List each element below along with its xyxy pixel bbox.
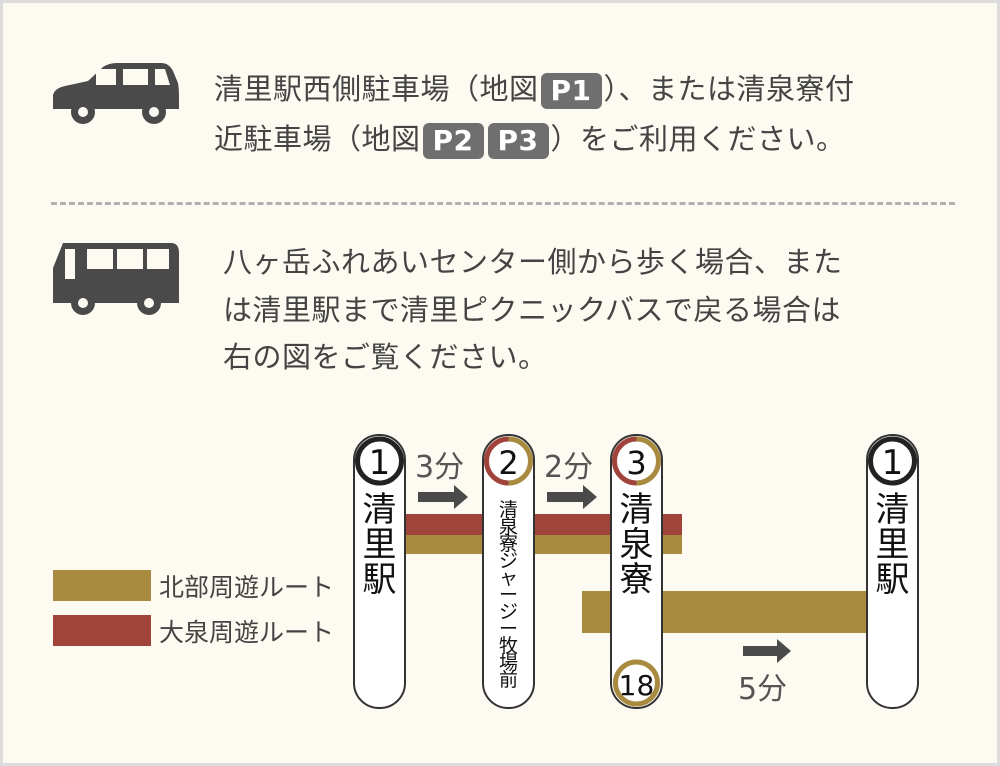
parking-badge-p3: P3 xyxy=(487,123,549,159)
stop-char: ジ xyxy=(499,550,518,572)
parking-badge-p2: P2 xyxy=(422,123,484,159)
legend-swatch-oizumi xyxy=(53,615,151,646)
stop-char: ー xyxy=(499,584,518,606)
stop-char: 清 xyxy=(620,490,654,530)
divider xyxy=(51,202,955,205)
text: ）をご利用ください。 xyxy=(550,122,846,156)
legend-label-oizumi: 大泉周遊ルート xyxy=(159,618,334,647)
stop-char: 牧 xyxy=(499,635,518,657)
stop-char: 清 xyxy=(363,490,397,530)
stop-char: 駅 xyxy=(363,560,397,600)
bus-text-line-1: 八ヶ岳ふれあいセンター側から歩く場合、また xyxy=(223,245,843,279)
stop-number: 3 xyxy=(626,444,646,482)
arrow-right-icon xyxy=(743,639,791,663)
legend-swatch-north xyxy=(53,570,151,601)
legend-label-north: 北部周遊ルート xyxy=(159,573,334,602)
car-icon xyxy=(53,63,179,124)
stop-number: 2 xyxy=(498,444,518,482)
bus-text-line-3: 右の図をご覧ください。 xyxy=(223,340,548,374)
stop-char: 里 xyxy=(876,525,910,565)
stop-char: 前 xyxy=(499,669,518,691)
stop-char: 寮 xyxy=(499,533,518,555)
stop-char: 清 xyxy=(499,499,518,521)
stop-extra-number: 18 xyxy=(619,669,655,702)
arrow-right-icon xyxy=(418,485,468,509)
stop-char: 駅 xyxy=(876,560,910,600)
stop-number: 1 xyxy=(369,443,391,483)
travel-time-3: 5分 xyxy=(738,672,787,707)
stop-char: 清 xyxy=(876,490,910,530)
stop-kiyosato-station-return: 1 清 里 駅 xyxy=(866,434,919,709)
stop-char: 泉 xyxy=(620,525,654,565)
parking-badge-p1: P1 xyxy=(540,73,602,109)
stop-char: 里 xyxy=(363,525,397,565)
travel-time-1: 3分 xyxy=(415,450,464,485)
stop-char: 寮 xyxy=(620,560,654,600)
stop-char: 泉 xyxy=(499,516,518,538)
stop-kiyosato-station: 1 清 里 駅 xyxy=(353,434,406,709)
stop-char: ジ xyxy=(499,601,518,623)
travel-time-2: 2分 xyxy=(544,450,593,485)
text: ）、または清泉寮付 xyxy=(603,72,855,106)
stop-seisenryo: 3 清 泉 寮 18 xyxy=(610,434,663,709)
text: 清里駅西側駐車場（地図 xyxy=(214,72,539,106)
stop-char: 場 xyxy=(499,652,518,674)
stop-number: 1 xyxy=(882,443,904,483)
stop-char: ー xyxy=(499,618,518,640)
arrow-right-icon xyxy=(547,485,597,509)
stop-char: ャ xyxy=(499,567,518,589)
text: 近駐車場（地図 xyxy=(214,122,421,156)
bus-text-line-2: は清里駅まで清里ピクニックバスで戻る場合は xyxy=(223,293,842,327)
bus-icon xyxy=(53,243,179,315)
